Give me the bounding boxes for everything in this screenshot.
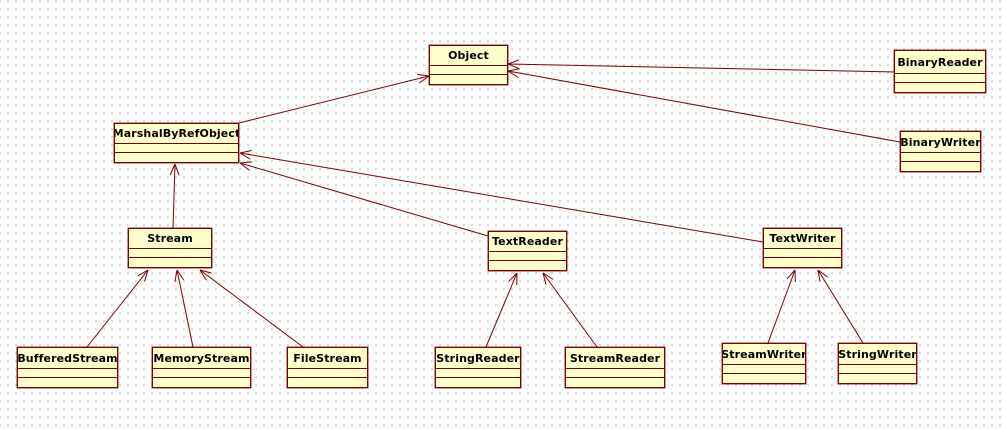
class-box-stringReader[interactable]: StringReader [435, 347, 521, 388]
methods-compartment [839, 373, 916, 383]
fields-compartment [489, 251, 566, 260]
methods-compartment [895, 82, 985, 92]
class-box-binaryReader[interactable]: BinaryReader [894, 50, 986, 93]
inheritance-arrow-stringReader-to-textReader[interactable] [485, 272, 518, 348]
class-box-textReader[interactable]: TextReader [488, 231, 567, 271]
class-title-memoryStream: MemoryStream [153, 351, 250, 365]
class-box-binaryWriter[interactable]: BinaryWriter [900, 131, 981, 172]
fields-compartment [566, 368, 664, 377]
methods-compartment [115, 152, 238, 162]
methods-compartment [153, 377, 250, 387]
fields-compartment [153, 368, 250, 377]
inheritance-arrow-bufferedStream-to-stream[interactable] [86, 269, 149, 348]
methods-compartment [436, 377, 520, 387]
class-title-fileStream: FileStream [293, 351, 362, 365]
fields-compartment [430, 65, 507, 74]
methods-compartment [901, 161, 980, 171]
class-box-streamWriter[interactable]: StreamWriter [722, 343, 806, 384]
class-title-bufferedStream: BufferedStream [18, 351, 117, 365]
fields-compartment [901, 152, 980, 161]
class-title-stringReader: StringReader [436, 351, 520, 365]
class-box-memoryStream[interactable]: MemoryStream [152, 347, 251, 388]
class-box-stream[interactable]: Stream [128, 228, 212, 268]
fields-compartment [129, 248, 211, 257]
class-box-streamReader[interactable]: StreamReader [565, 347, 665, 388]
methods-compartment [764, 257, 841, 267]
fields-compartment [18, 368, 117, 377]
class-title-binaryWriter: BinaryWriter [901, 135, 980, 149]
fields-compartment [895, 73, 985, 82]
inheritance-arrow-streamReader-to-textReader[interactable] [542, 272, 598, 348]
methods-compartment [566, 377, 664, 387]
inheritance-arrow-fileStream-to-stream[interactable] [199, 269, 304, 348]
inheritance-arrow-stream-to-marshalByRefObject[interactable] [169, 163, 180, 229]
fields-compartment [436, 368, 520, 377]
methods-compartment [723, 373, 805, 383]
inheritance-arrow-stringWriter-to-textWriter[interactable] [817, 269, 864, 344]
class-box-fileStream[interactable]: FileStream [287, 347, 368, 388]
inheritance-arrow-textReader-to-marshalByRefObject[interactable] [239, 161, 489, 237]
class-title-textWriter: TextWriter [769, 232, 836, 245]
fields-compartment [764, 248, 841, 257]
methods-compartment [129, 257, 211, 267]
fields-compartment [723, 364, 805, 373]
fields-compartment [839, 364, 916, 373]
inheritance-arrow-binaryReader-to-object[interactable] [507, 59, 895, 73]
inheritance-arrow-binaryWriter-to-object[interactable] [507, 68, 901, 143]
fields-compartment [115, 143, 238, 152]
class-box-textWriter[interactable]: TextWriter [763, 228, 842, 268]
methods-compartment [288, 377, 367, 387]
methods-compartment [430, 74, 507, 84]
class-title-object: Object [448, 49, 489, 62]
class-title-streamReader: StreamReader [569, 351, 661, 365]
class-title-binaryReader: BinaryReader [897, 55, 983, 69]
inheritance-arrow-memoryStream-to-stream[interactable] [174, 269, 194, 348]
inheritance-arrow-textWriter-to-marshalByRefObject[interactable] [239, 149, 764, 243]
methods-compartment [489, 260, 566, 270]
methods-compartment [18, 377, 117, 387]
class-title-marshalByRefObject: MarshalByRefObject [115, 127, 238, 140]
inheritance-arrow-streamWriter-to-textWriter[interactable] [767, 269, 796, 344]
class-box-bufferedStream[interactable]: BufferedStream [17, 347, 118, 388]
class-title-stream: Stream [147, 232, 193, 245]
class-box-stringWriter[interactable]: StringWriter [838, 343, 917, 384]
class-title-textReader: TextReader [492, 235, 563, 248]
fields-compartment [288, 368, 367, 377]
class-box-marshalByRefObject[interactable]: MarshalByRefObject [114, 123, 239, 163]
class-box-object[interactable]: Object [429, 45, 508, 85]
inheritance-arrow-marshalByRefObject-to-object[interactable] [238, 73, 430, 124]
class-title-streamWriter: StreamWriter [723, 347, 805, 361]
class-title-stringWriter: StringWriter [839, 347, 916, 361]
